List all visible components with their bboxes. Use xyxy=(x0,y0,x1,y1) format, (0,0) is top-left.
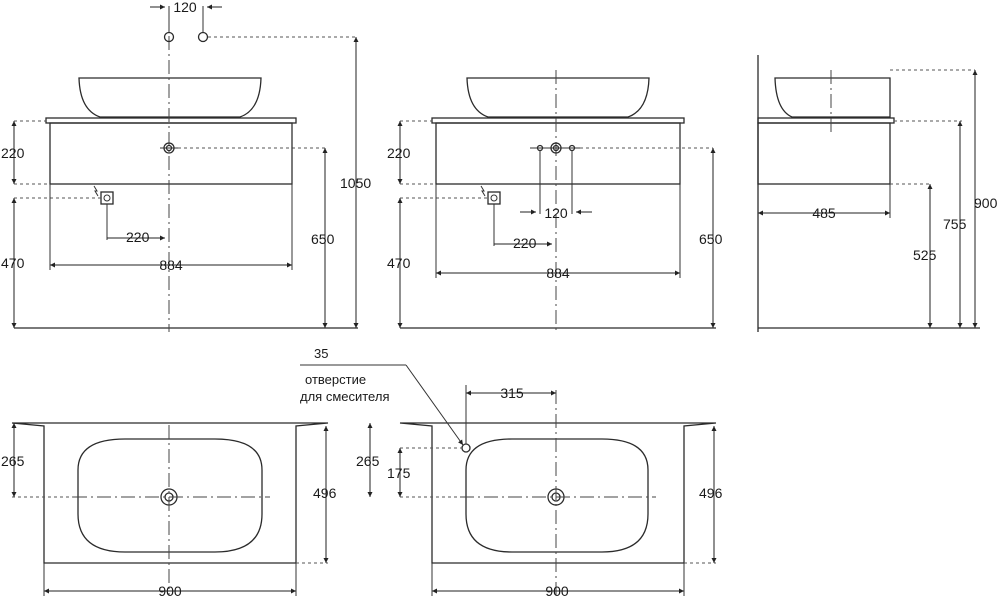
dim-tap-spacing: 120 xyxy=(544,205,568,221)
callout-value: 35 xyxy=(314,346,328,361)
dim-bowl-center: 265 xyxy=(1,453,25,469)
dim-bowl-center: 265 xyxy=(356,453,380,469)
dim-depth: 496 xyxy=(699,485,723,501)
dim-drawer-height: 220 xyxy=(1,145,25,161)
dim-width: 900 xyxy=(158,583,182,599)
cabinet-body xyxy=(435,122,681,185)
dim-waste-offset: 220 xyxy=(126,229,150,245)
top-view-left: 265 496 900 xyxy=(1,422,337,599)
countertop xyxy=(45,117,297,124)
basin-outline xyxy=(77,438,263,553)
dim-height-total: 1050 xyxy=(340,175,371,191)
dim-floor-to-unit: 470 xyxy=(387,255,411,271)
dim-height-unit-top: 755 xyxy=(943,216,967,232)
dim-drawer-height: 220 xyxy=(387,145,411,161)
callout-line1: отверстие xyxy=(305,372,366,387)
electric-icon xyxy=(480,185,486,197)
basin-outline xyxy=(78,77,262,118)
waste-outlet-icon xyxy=(100,191,114,205)
countertop xyxy=(431,117,685,124)
dim-waste-offset: 220 xyxy=(513,235,537,251)
dim-floor-to-drain: 650 xyxy=(311,231,335,247)
callout-line2: для смесителя xyxy=(300,389,389,404)
dim-tap-spacing: 120 xyxy=(173,0,197,15)
dim-width-inner: 884 xyxy=(159,257,183,273)
side-view: 900 755 525 485 xyxy=(757,55,998,332)
dim-depth: 496 xyxy=(313,485,337,501)
dim-floor-to-drain: 525 xyxy=(913,247,937,263)
basin-outline xyxy=(774,77,891,118)
dim-tap-offset: 315 xyxy=(500,385,524,401)
cabinet-body xyxy=(49,122,293,185)
dim-floor-to-unit: 470 xyxy=(1,255,25,271)
dim-floor-to-drain: 650 xyxy=(699,231,723,247)
tap-hole xyxy=(461,443,471,453)
waste-outlet-icon xyxy=(487,191,501,205)
basin-outline xyxy=(465,438,649,553)
dim-width: 900 xyxy=(545,583,569,599)
dim-width-inner: 884 xyxy=(546,265,570,281)
dim-height-total: 900 xyxy=(974,195,998,211)
top-view-right: 35 отверстие для смесителя 315 265 175 4… xyxy=(300,346,723,599)
electric-icon xyxy=(93,185,99,197)
dim-tap-y: 175 xyxy=(387,465,411,481)
front-view-middle: 220 470 650 120 220 884 xyxy=(387,70,723,332)
tap-hole-1 xyxy=(163,31,175,43)
countertop xyxy=(757,117,895,124)
basin-outline xyxy=(466,77,650,118)
cabinet-body xyxy=(757,122,891,185)
tap-hole-2 xyxy=(197,31,209,43)
dim-depth: 485 xyxy=(812,205,836,221)
front-view-left: 120 1050 220 470 650 220 884 xyxy=(1,0,371,332)
